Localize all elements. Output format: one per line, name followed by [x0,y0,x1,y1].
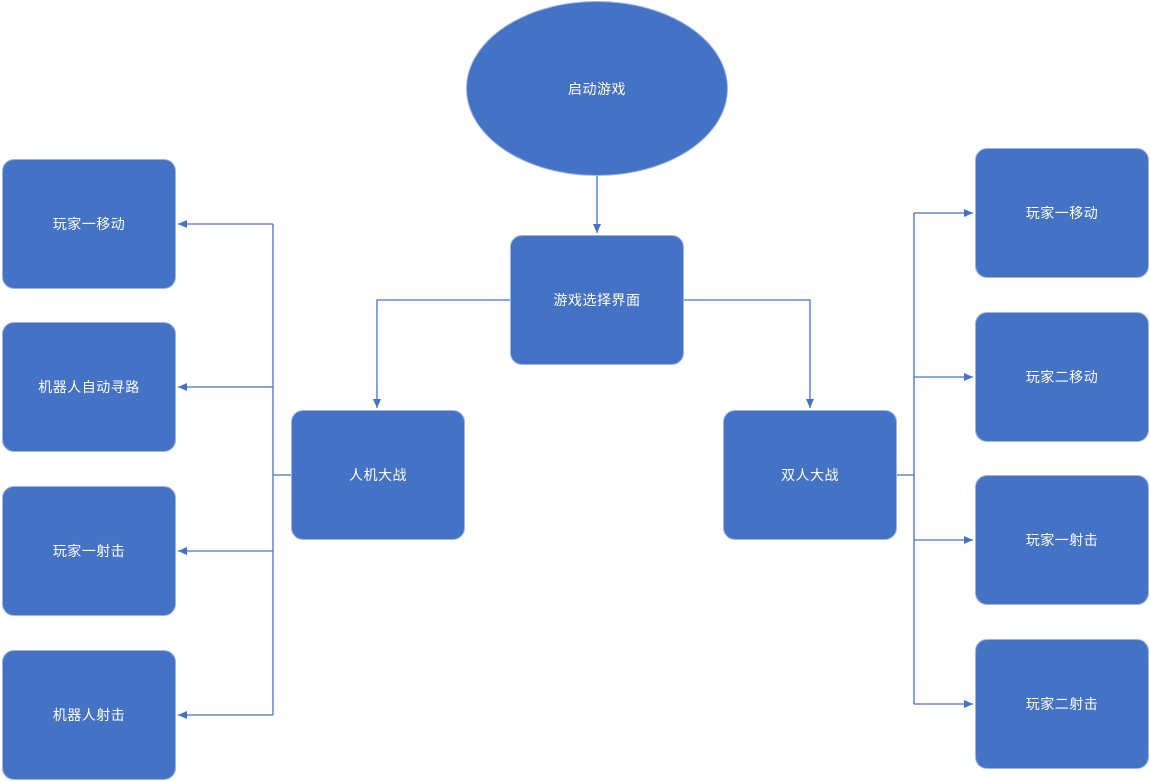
pve-child-node-4-label: 机器人射击 [52,708,126,724]
pvp-mode-node-label: 双人大战 [781,468,839,484]
start-node: 启动游戏 [466,1,728,176]
pve-child-node-2-label: 机器人自动寻路 [38,380,140,396]
game-menu-node-label: 游戏选择界面 [553,293,641,309]
pve-child-node-1-label: 玩家一移动 [52,217,126,233]
pvp-child-node-4: 玩家二射击 [975,639,1149,769]
pve-child-node-3: 玩家一射击 [2,486,176,616]
pve-mode-node: 人机大战 [291,410,465,540]
pvp-mode-node: 双人大战 [723,410,897,540]
pvp-child-node-3: 玩家一射击 [975,475,1149,605]
pvp-child-node-1: 玩家一移动 [975,148,1149,278]
pvp-child-node-4-label: 玩家二射击 [1025,697,1099,713]
pve-child-node-4: 机器人射击 [2,650,176,780]
start-node-label: 启动游戏 [568,81,626,98]
pvp-child-node-2: 玩家二移动 [975,312,1149,442]
pvp-child-node-1-label: 玩家一移动 [1025,206,1099,222]
pvp-child-node-2-label: 玩家二移动 [1025,370,1099,386]
game-menu-node: 游戏选择界面 [510,235,684,365]
pve-mode-node-label: 人机大战 [349,468,407,484]
pve-child-node-2: 机器人自动寻路 [2,322,176,452]
pvp-child-node-3-label: 玩家一射击 [1025,533,1099,549]
pve-child-node-3-label: 玩家一射击 [52,544,126,560]
connector-menu-to-pvp [684,299,814,408]
connector-menu-to-pve [373,299,510,408]
pve-child-node-1: 玩家一移动 [2,159,176,289]
